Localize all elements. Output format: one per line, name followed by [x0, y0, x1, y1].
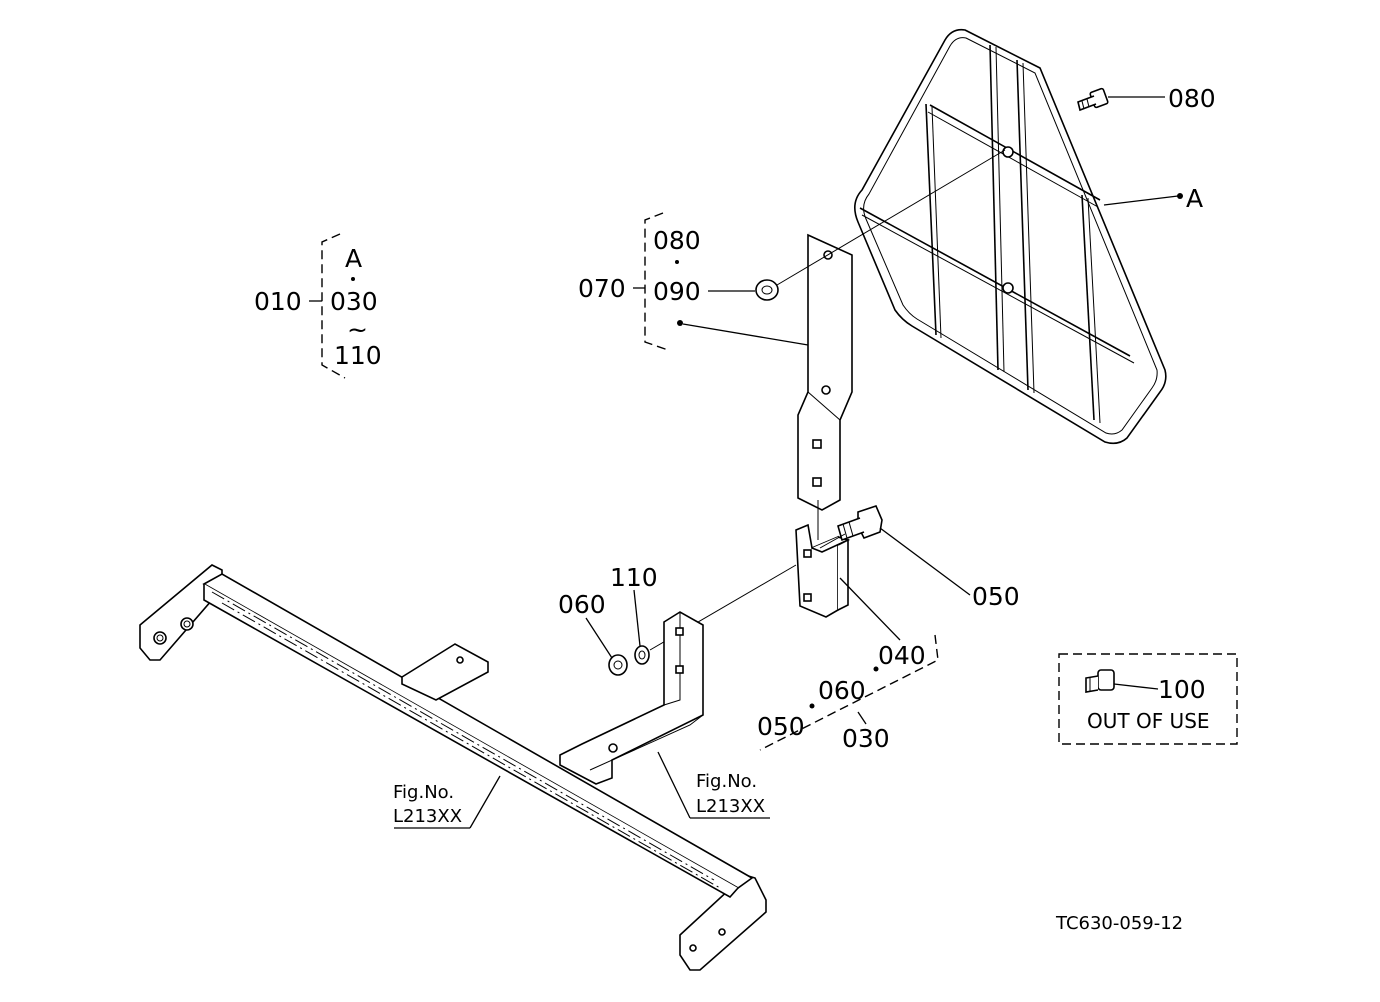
group-010-bracket	[321, 233, 346, 379]
bolt-050-icon	[837, 505, 883, 542]
fig-ref-2-line2: L213XX	[696, 796, 765, 817]
nut-090-icon	[755, 279, 779, 301]
clamp-040	[795, 523, 851, 618]
fig-ref-1-line2: L213XX	[393, 806, 462, 827]
callout-100: 100	[1158, 675, 1206, 704]
group-010-bottom: 110	[334, 341, 382, 370]
mid-bracket	[559, 611, 704, 785]
kit-030-b: 060	[818, 676, 866, 705]
out-of-use-box	[1058, 653, 1238, 745]
group-010-top: A	[345, 244, 362, 273]
upright-bracket	[797, 233, 853, 511]
nut-060-icon	[608, 654, 628, 676]
kit-030-bracket	[759, 634, 939, 751]
callout-A: A	[1186, 184, 1203, 213]
fig-ref-1-line1: Fig.No.	[393, 782, 454, 803]
callout-040: 040	[878, 641, 926, 670]
callout-110: 110	[610, 563, 658, 592]
group-070-parent: 070	[578, 274, 626, 303]
group-010-tilde: ~	[347, 315, 368, 344]
fig-ref-2-line1: Fig.No.	[696, 771, 757, 792]
group-070-top: 080	[653, 226, 701, 255]
frame-reference	[139, 564, 767, 971]
out-of-use-label: OUT OF USE	[1087, 709, 1210, 733]
group-010-parent: 010	[254, 287, 302, 316]
kit-030-a: 050	[757, 712, 805, 741]
group-070-mid: 090	[653, 277, 701, 306]
screw-100-icon	[1085, 669, 1115, 693]
kit-030-total: 030	[842, 724, 890, 753]
drawing-id: TC630-059-12	[1055, 913, 1183, 934]
screw-080-icon	[1077, 87, 1109, 112]
callout-050: 050	[972, 582, 1020, 611]
mesh-guard	[854, 28, 1167, 445]
washer-110-icon	[634, 645, 650, 665]
callout-060: 060	[558, 590, 606, 619]
callout-080: 080	[1168, 84, 1216, 113]
group-010-mid: 030	[330, 287, 378, 316]
